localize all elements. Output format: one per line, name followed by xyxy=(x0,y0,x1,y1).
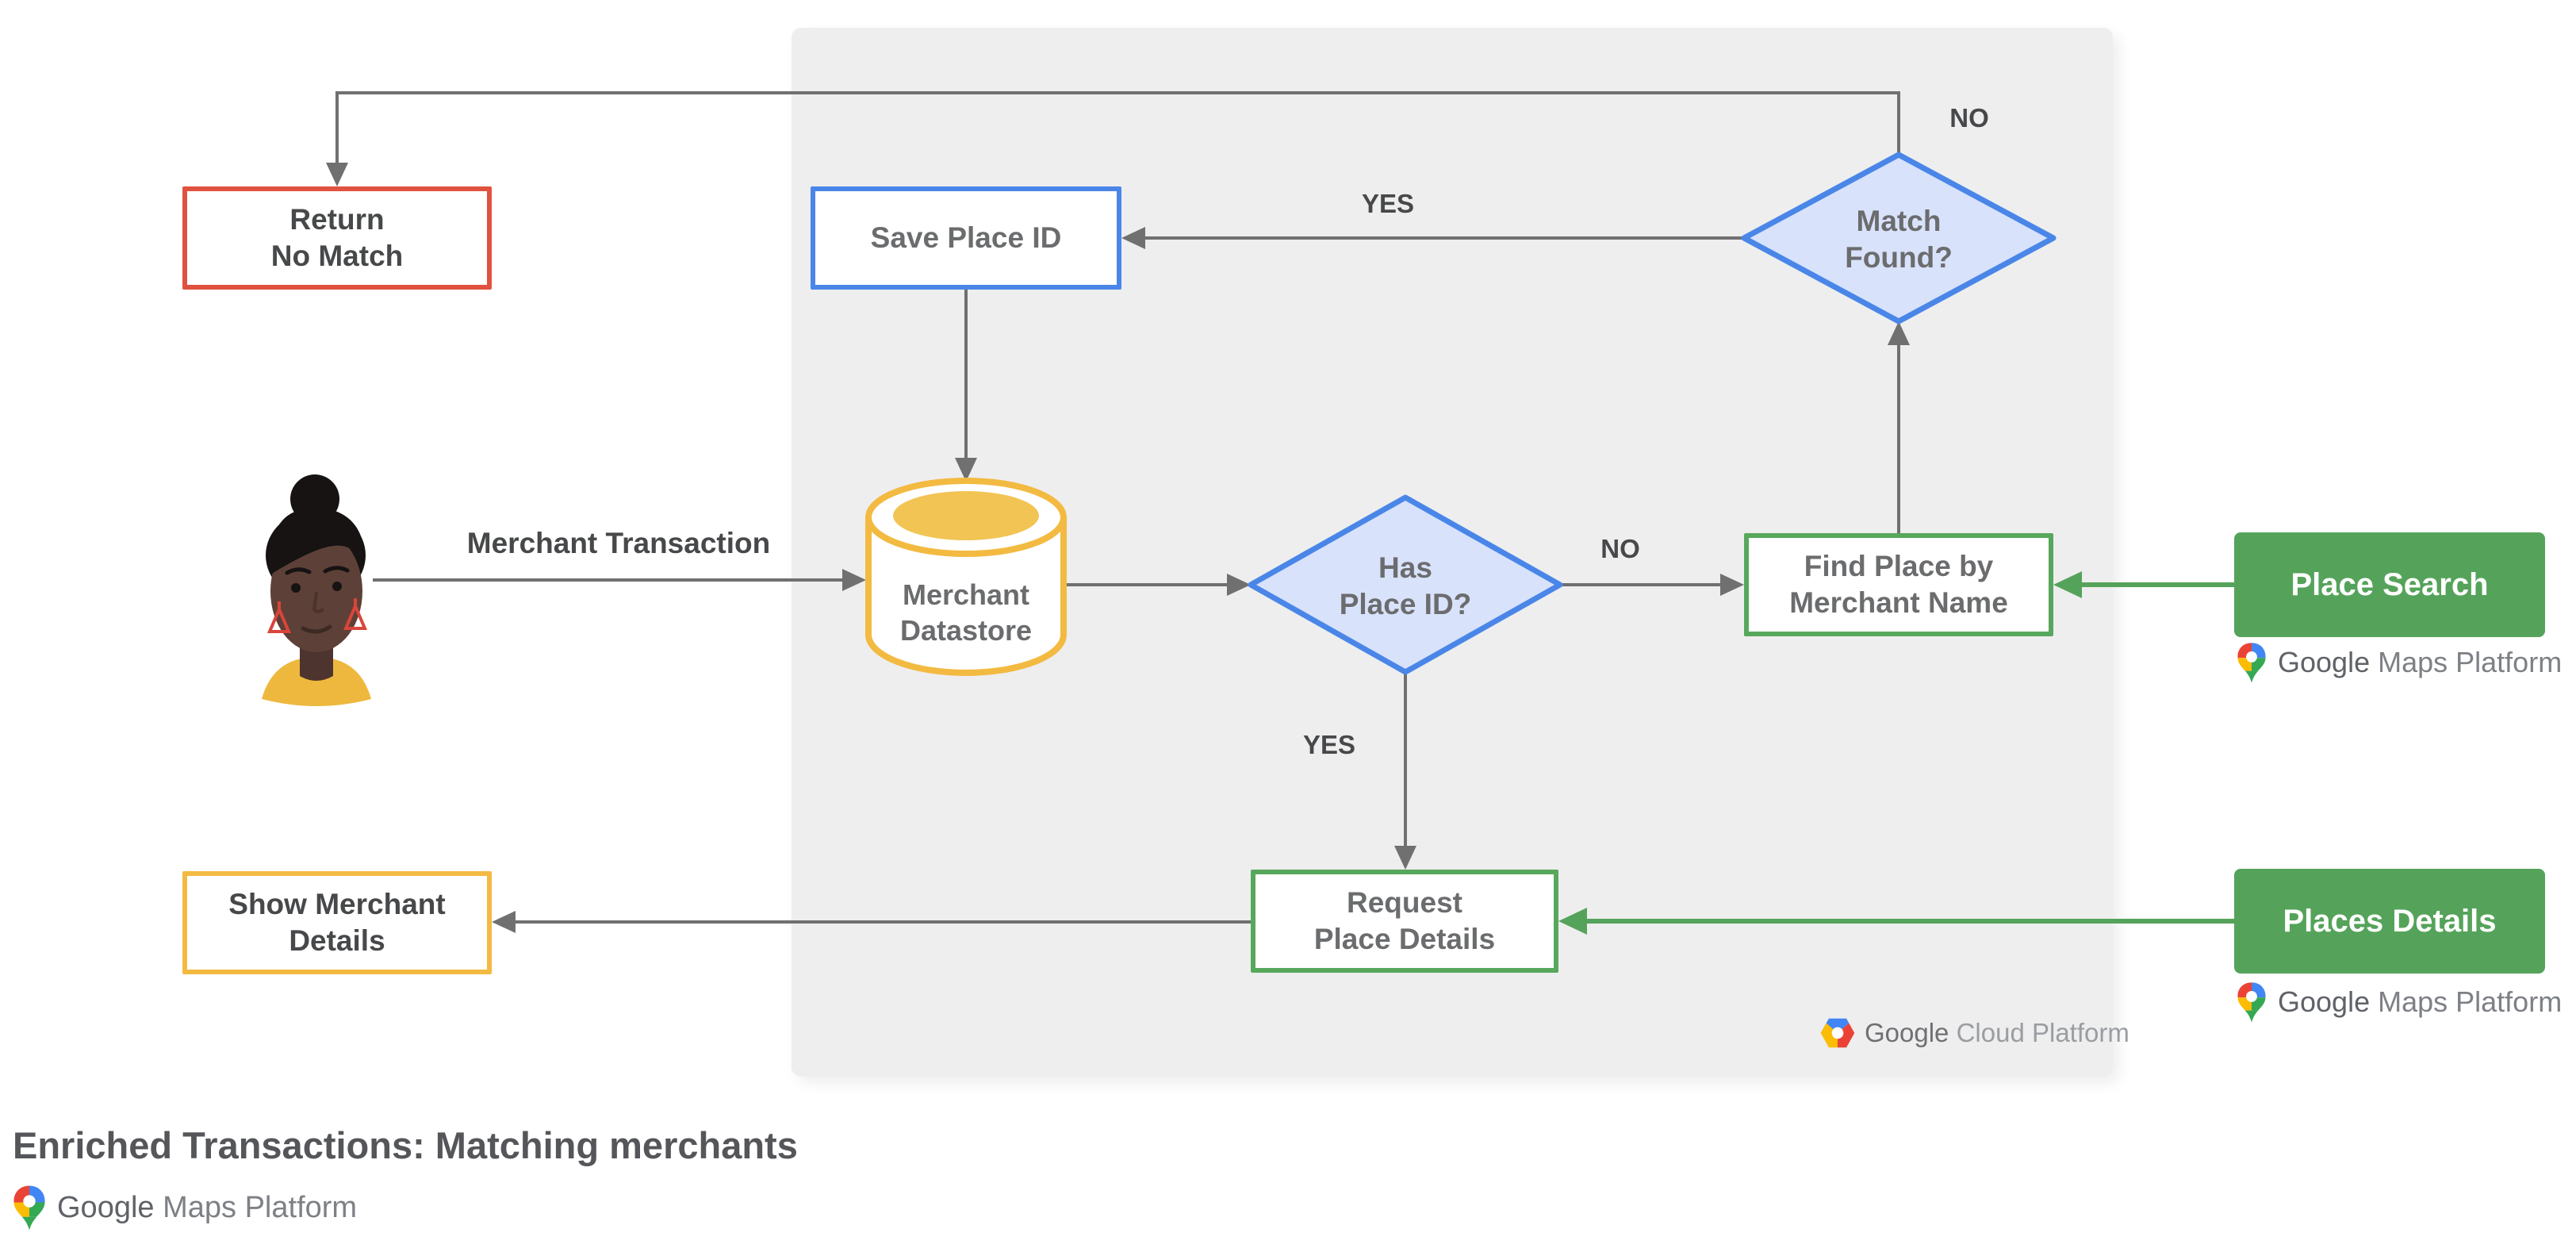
arrowhead-into-datastore-top xyxy=(955,458,977,482)
gray-edges xyxy=(335,91,1900,924)
arrowhead-into-show xyxy=(492,911,516,933)
gray-arrowheads xyxy=(326,163,1910,933)
maps-platform-pin-icon xyxy=(2237,981,2267,1023)
node-place-search-label: Place Search xyxy=(2290,566,2489,602)
node-show-merchant-details-label: Show Merchant Details xyxy=(228,887,446,957)
node-save-place-id-label: Save Place ID xyxy=(870,221,1062,254)
match-found-label: Match Found? xyxy=(1845,204,1953,274)
node-find-place-label: Find Place by Merchant Name xyxy=(1789,549,2008,619)
cylinder-top-inner xyxy=(893,491,1039,540)
node-find-place-by-merchant-name: Find Place by Merchant Name xyxy=(1744,533,2053,636)
node-save-place-id: Save Place ID xyxy=(811,186,1121,290)
edge-label-yes-top: YES xyxy=(1361,189,1415,218)
arrowhead-into-return xyxy=(326,163,348,186)
cloud-platform-logo-text: Google Cloud Platform xyxy=(1865,1018,2129,1047)
merchant-datastore-cylinder xyxy=(865,478,1067,676)
google-cloud-platform-logo: Google Cloud Platform xyxy=(1820,1014,2129,1052)
arrowhead-into-save xyxy=(1121,227,1145,249)
node-request-place-details: Request Place Details xyxy=(1251,870,1558,973)
avatar-shirt xyxy=(262,659,371,706)
diagram-title: Enriched Transactions: Matching merchant… xyxy=(13,1124,798,1166)
node-request-place-details-label: Request Place Details xyxy=(1313,885,1496,955)
arrowhead-green-into-findplace xyxy=(2053,571,2082,598)
edge-label-merchant-transaction: Merchant Transaction xyxy=(466,527,771,559)
arrowhead-into-request xyxy=(1394,846,1416,870)
node-show-merchant-details: Show Merchant Details xyxy=(182,871,492,974)
node-places-details-api: Places Details xyxy=(2234,869,2545,974)
maps-platform-logo-text: Google Maps Platform xyxy=(2278,985,2563,1018)
google-maps-platform-logo-places-details: Google Maps Platform xyxy=(2237,979,2562,1025)
node-return-no-match-label: Return No Match xyxy=(270,202,404,272)
maps-platform-pin-icon xyxy=(13,1185,46,1231)
node-places-details-label: Places Details xyxy=(2283,903,2497,939)
match-found-diamond xyxy=(1741,152,2057,325)
has-place-id-diamond xyxy=(1248,494,1563,675)
google-maps-platform-logo-footer: Google Maps Platform xyxy=(13,1182,357,1233)
node-return-no-match: Return No Match xyxy=(182,186,492,290)
google-maps-platform-logo-place-search: Google Maps Platform xyxy=(2237,639,2562,686)
arrowhead-green-into-request xyxy=(1558,908,1587,935)
green-edges xyxy=(1587,582,2234,924)
arrowhead-into-datastore-left xyxy=(842,569,866,591)
edge-label-no-top: NO xyxy=(1949,103,1989,132)
green-arrowheads xyxy=(1558,571,2082,935)
arrowhead-into-hasplaceid xyxy=(1227,574,1251,596)
maps-platform-logo-text: Google Maps Platform xyxy=(57,1190,358,1224)
arrowhead-into-findplace xyxy=(1720,574,1744,596)
avatar-earrings xyxy=(266,598,368,633)
user-avatar xyxy=(262,474,371,706)
node-place-search-api: Place Search xyxy=(2234,532,2545,637)
edge-label-yes-bottom: YES xyxy=(1302,730,1356,759)
cloud-platform-hexagon-icon xyxy=(1820,1017,1855,1049)
maps-platform-logo-text: Google Maps Platform xyxy=(2278,646,2563,678)
avatar-hair xyxy=(270,508,365,574)
edge-label-no-middle: NO xyxy=(1600,534,1640,563)
has-place-id-label: Has Place ID? xyxy=(1339,551,1472,620)
merchant-datastore-label: Merchant Datastore xyxy=(899,578,1033,647)
maps-platform-pin-icon xyxy=(2237,642,2267,684)
edge-matchfound-no xyxy=(335,91,1900,163)
arrowhead-into-matchfound xyxy=(1888,321,1910,345)
